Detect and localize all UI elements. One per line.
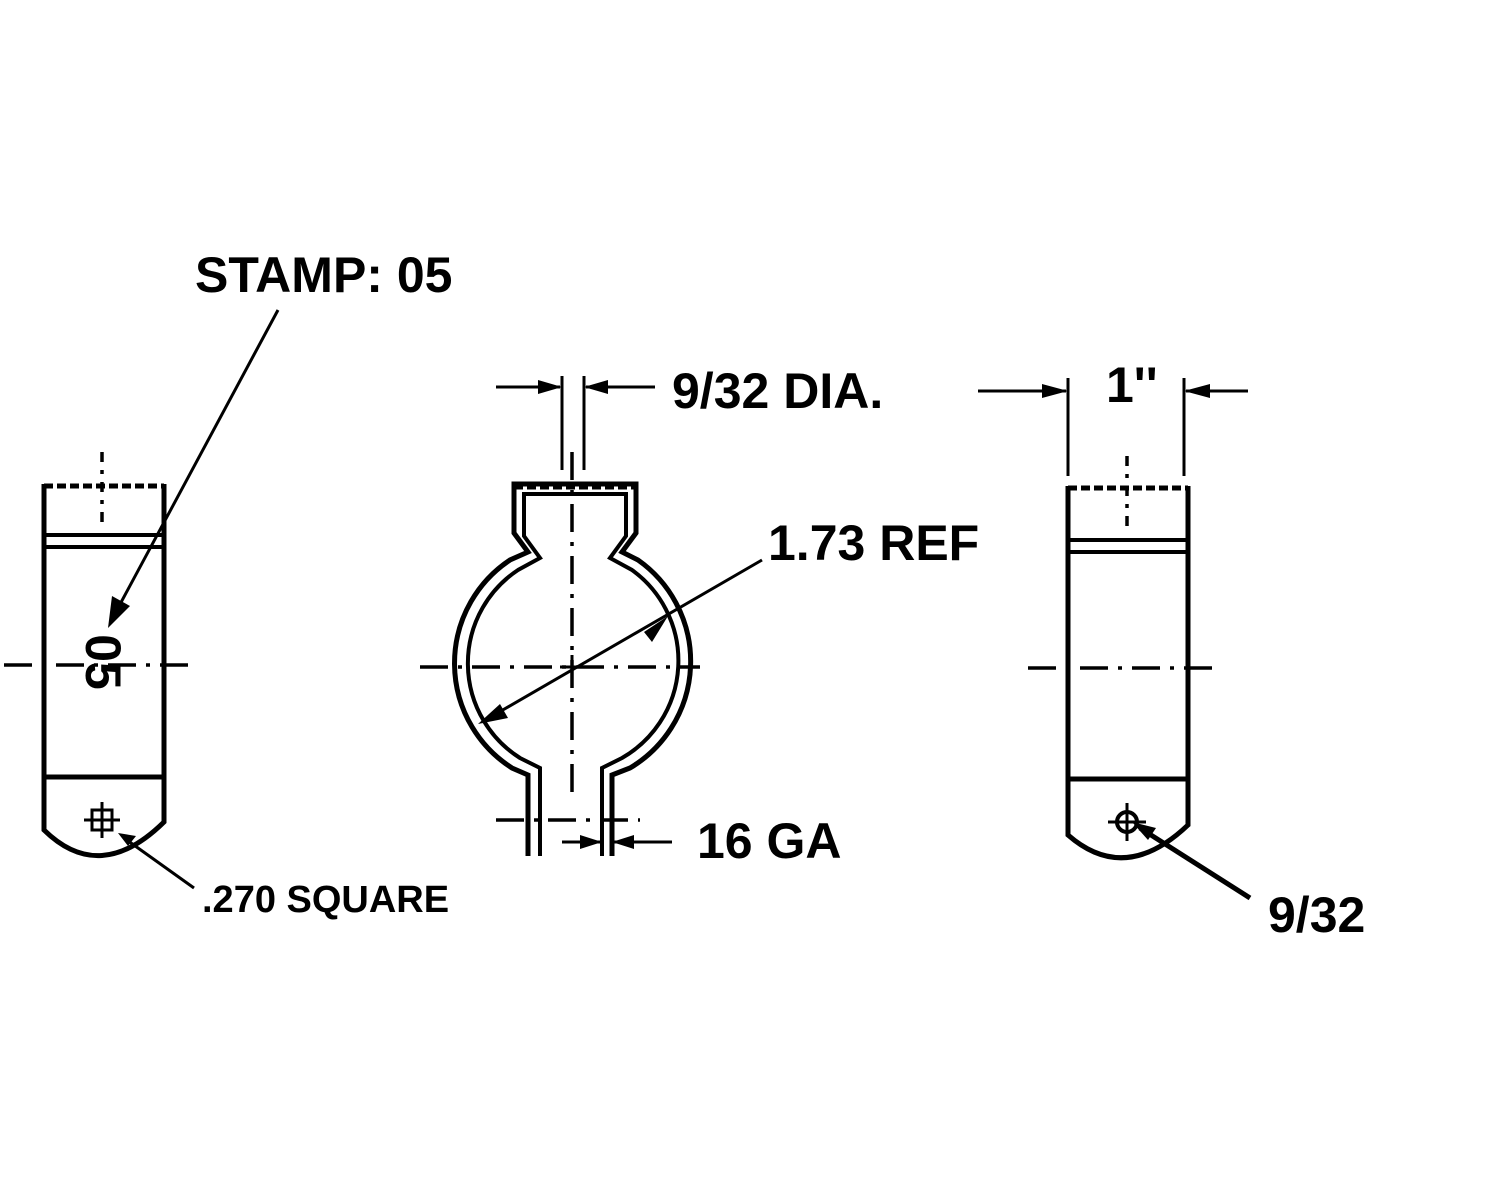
round-hole-leader bbox=[1132, 822, 1252, 901]
square-hole-leader bbox=[118, 833, 195, 890]
width-dimension bbox=[978, 378, 1248, 476]
slot-dia-label: 9/32 DIA. bbox=[672, 363, 883, 419]
square-hole-symbol bbox=[84, 802, 120, 838]
left-view-outline bbox=[41, 484, 167, 859]
right-view-outline bbox=[1065, 486, 1191, 861]
width-label: 1'' bbox=[1106, 357, 1158, 413]
square-hole-callout: .270 SQUARE bbox=[202, 879, 449, 921]
clamp-outer-profile bbox=[452, 481, 694, 856]
stamp-text: 05 bbox=[75, 634, 131, 690]
stamp-callout: STAMP: 05 bbox=[195, 247, 452, 303]
round-hole-symbol bbox=[1108, 803, 1146, 841]
clamp-inner-profile bbox=[465, 492, 681, 856]
left-view: 05 bbox=[4, 452, 196, 859]
radius-ref-dimension bbox=[478, 558, 763, 724]
round-hole-label: 9/32 bbox=[1268, 887, 1365, 943]
center-view bbox=[420, 452, 700, 856]
gauge-label: 16 GA bbox=[697, 813, 842, 869]
slot-dia-dimension bbox=[496, 376, 655, 470]
stamp-leader bbox=[108, 309, 280, 628]
right-view bbox=[1028, 456, 1222, 861]
radius-ref-label: 1.73 REF bbox=[768, 515, 979, 571]
gauge-dimension bbox=[562, 835, 672, 849]
